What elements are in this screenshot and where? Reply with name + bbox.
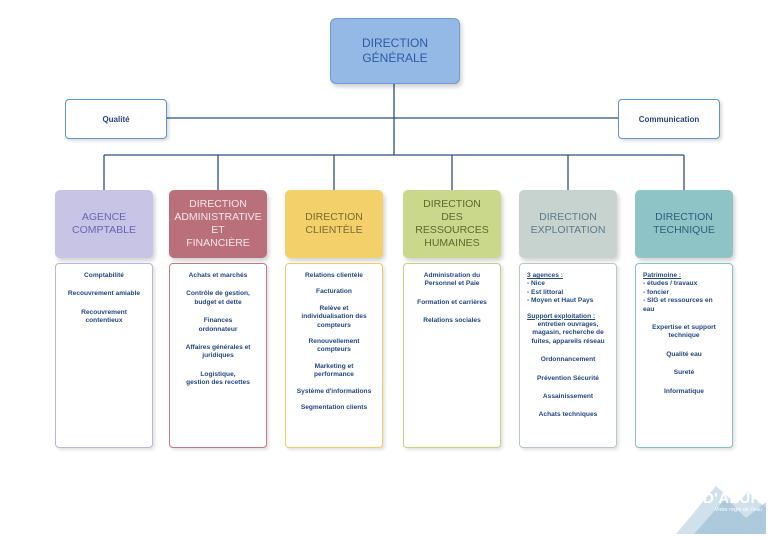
agence-comptable-box: Comptabilité Recouvrement amiable Recouv… bbox=[55, 263, 153, 448]
list-item: - Nice bbox=[527, 280, 545, 288]
list-item: - SIG et ressources en eau bbox=[643, 297, 713, 313]
communication-label: Communication bbox=[638, 114, 700, 124]
logo-text: eau D'AZUR Votre régie de l'eau bbox=[680, 480, 766, 514]
agencies-heading: 3 agences : bbox=[527, 272, 563, 279]
logo-small-text: eau bbox=[728, 480, 744, 490]
list-item: Informatique bbox=[664, 387, 704, 395]
list-item: Système d'informations bbox=[296, 387, 372, 395]
eau-dazur-logo bbox=[676, 486, 766, 534]
direction-rh-header: DIRECTION DES RESSOURCES HUMAINES bbox=[403, 190, 501, 258]
direction-exploitation-box: 3 agences : - Nice - Est littoral - Moye… bbox=[519, 263, 617, 448]
list-item: Administration du Personnel et Paie bbox=[423, 272, 481, 288]
direction-rh-box: Administration du Personnel et Paie Form… bbox=[403, 263, 501, 448]
list-item: Prévention Sécurité bbox=[537, 374, 599, 382]
qualite-label: Qualité bbox=[102, 114, 130, 124]
list-item: Renouvellement compteurs bbox=[308, 338, 360, 354]
list-item: Qualité eau bbox=[666, 350, 702, 358]
communication-box: Communication bbox=[618, 99, 720, 139]
support-text: entretien ouvrages, magasin, recherche d… bbox=[531, 321, 605, 345]
qualite-box: Qualité bbox=[65, 99, 167, 139]
list-item: Formation et carrières bbox=[417, 298, 487, 306]
list-item: Relations clientèle bbox=[305, 272, 363, 279]
list-item: - Moyen et Haut Pays bbox=[527, 297, 594, 305]
logo-tagline: Votre régie de l'eau bbox=[714, 507, 762, 513]
list-item: Recouvrement contentieux bbox=[81, 308, 127, 325]
direction-administrative-box: Achats et marchés Contrôle de gestion, b… bbox=[169, 263, 267, 448]
list-item: Ordonnancement bbox=[540, 356, 596, 364]
list-item: Contrôle de gestion, budget et dette bbox=[186, 290, 250, 306]
list-item: - Est littoral bbox=[527, 288, 564, 296]
list-item: Affaires générales et juridiques bbox=[185, 344, 251, 360]
direction-generale-box: DIRECTION GÉNÉRALE bbox=[330, 18, 460, 84]
direction-clientele-box: Relations clientèle Facturation Relève e… bbox=[285, 263, 383, 448]
support-heading: Support exploitation : bbox=[527, 312, 596, 320]
direction-exploitation-header: DIRECTION EXPLOITATION bbox=[519, 190, 617, 258]
list-item: - foncier bbox=[643, 288, 670, 296]
list-item: Relève et individualisation des compteur… bbox=[301, 304, 367, 329]
list-item: Relations sociales bbox=[423, 317, 481, 325]
list-item: Sureté bbox=[673, 369, 695, 377]
list-item: Recouvrement amiable bbox=[67, 290, 141, 298]
list-item: Marketing et performance bbox=[314, 362, 354, 379]
list-item: Finances ordonnateur bbox=[198, 317, 238, 333]
list-item: Achats et marchés bbox=[188, 272, 248, 279]
logo-brand-text: D'AZUR bbox=[702, 490, 762, 507]
list-item: Segmentation clients bbox=[300, 404, 368, 412]
list-item: Facturation bbox=[316, 288, 352, 296]
list-item: Assainissement bbox=[542, 393, 594, 401]
list-item: Comptabilité bbox=[84, 272, 124, 279]
list-item: Achats techniques bbox=[538, 411, 598, 419]
list-item: Expertise et support technique bbox=[652, 324, 716, 340]
patrimoine-heading: Patrimoine : bbox=[643, 272, 682, 279]
list-item: Logistique, gestion des recettes bbox=[186, 370, 250, 387]
direction-technique-header: DIRECTION TECHNIQUE bbox=[635, 190, 733, 258]
direction-technique-box: Patrimoine : - études / travaux - foncie… bbox=[635, 263, 733, 448]
agence-comptable-header: AGENCE COMPTABLE bbox=[55, 190, 153, 258]
direction-administrative-header: DIRECTION ADMINISTRATIVE ET FINANCIÈRE bbox=[169, 190, 267, 258]
direction-clientele-header: DIRECTION CLIENTÈLE bbox=[285, 190, 383, 258]
list-item: - études / travaux bbox=[643, 280, 698, 288]
